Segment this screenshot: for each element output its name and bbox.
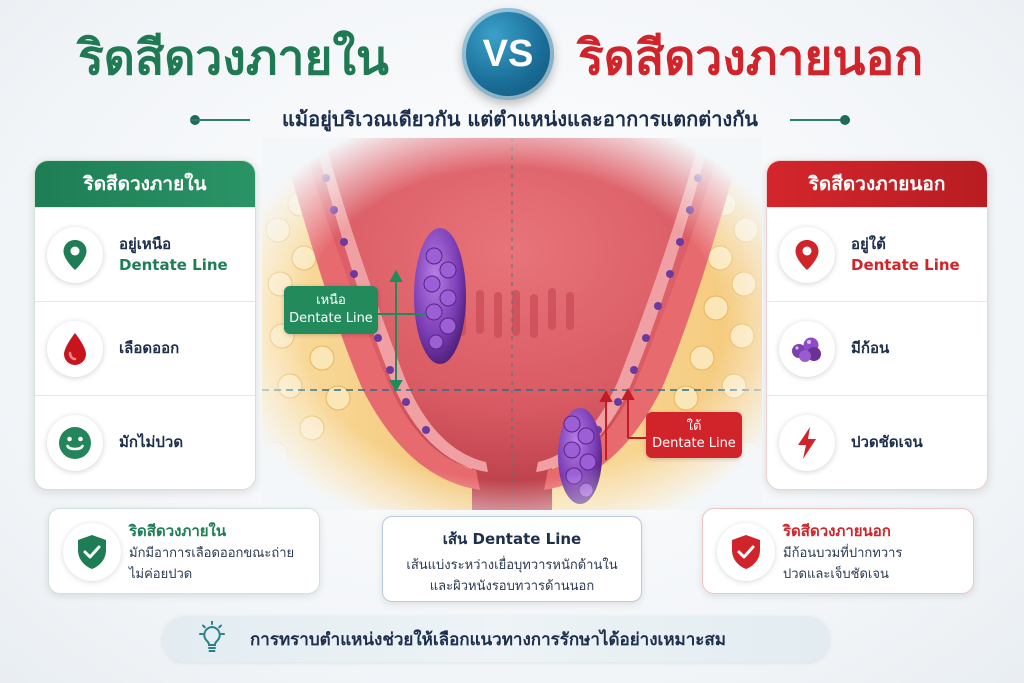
smile-icon [47,414,103,471]
external-summary-title: ริดสีดวงภายนอก [783,522,891,540]
internal-row-pain: มักไม่ปวด [35,395,255,489]
tip-bar: การทราบตำแหน่งช่วยให้เลือกแนวทางการรักษา… [162,616,830,662]
below-dentate-label: ใต้ Dentate Line [646,412,742,458]
dentate-summary-title: เส้น Dentate Line [442,530,582,548]
internal-location-line: Dentate Line [119,255,228,274]
internal-summary-line1: มักมีอาการเลือดออกขณะถ่าย [129,546,295,561]
title-internal: ริดสีดวงภายใน [78,30,389,86]
blood-drop-icon [47,320,103,377]
internal-row-location: อยู่เหนือ Dentate Line [35,207,255,301]
shield-check-icon [63,523,121,581]
location-pin-icon [47,226,103,283]
subtitle: แม้อยู่บริเวณเดียวกัน แต่ตำแหน่งและอาการ… [282,107,758,131]
internal-row-bleeding: เลือดออก [35,301,255,395]
subtitle-dot-right [840,115,850,125]
dentate-summary-line2: และผิวหนังรอบทวารด้านนอก [429,579,595,594]
internal-bleeding-label: เลือดออก [119,339,180,357]
vs-badge: VS [462,8,554,100]
above-dentate-label: เหนือ Dentate Line [284,286,378,334]
internal-summary-line2: ไม่ค่อยปวด [129,567,193,582]
dentate-summary-line1: เส้นแบ่งระหว่างเยื่อบุทวารหนักด้านใน [406,558,618,573]
tip-text: การทราบตำแหน่งช่วยให้เลือกแนวทางการรักษา… [250,629,727,650]
title-external: ริดสีดวงภายนอก [578,30,924,86]
external-lump-label: มีก้อน [851,339,890,357]
external-row-pain: ปวดชัดเจน [767,395,987,489]
subtitle-line-left [190,119,250,121]
subtitle-bar: แม้อยู่บริเวณเดียวกัน แต่ตำแหน่งและอาการ… [190,104,850,134]
internal-pain-label: มักไม่ปวด [119,433,184,451]
location-pin-icon [779,226,835,283]
internal-summary-title: ริดสีดวงภายใน [129,522,227,540]
external-location-line: Dentate Line [851,255,960,274]
external-row-location: อยู่ใต้ Dentate Line [767,207,987,301]
shield-check-icon [717,523,775,581]
external-location-label: อยู่ใต้ [851,234,886,253]
subtitle-line-right [790,119,850,121]
above-label-line2: Dentate Line [289,311,373,326]
above-label-line1: เหนือ [316,293,346,308]
external-summary-line1: มีก้อนบวมที่ปากทวาร [783,546,903,561]
below-label-line1: ใต้ [686,419,702,434]
lightbulb-icon [199,621,225,652]
external-summary-line2: ปวดและเจ็บชัดเจน [783,567,889,582]
internal-features-card: ริดสีดวงภายใน อยู่เหนือ Dentate Line เลือ… [34,160,256,490]
external-card-heading: ริดสีดวงภายนอก [767,161,987,207]
internal-card-heading: ริดสีดวงภายใน [35,161,255,207]
internal-location-label: อยู่เหนือ [119,234,172,253]
lightning-pain-icon [779,414,835,471]
external-summary-card: ริดสีดวงภายนอก มีก้อนบวมที่ปากทวาร ปวดแล… [702,508,974,594]
external-pain-label: ปวดชัดเจน [851,433,923,451]
lump-cluster-icon [779,320,835,377]
dentate-line-summary-card: เส้น Dentate Line เส้นแบ่งระหว่างเยื่อบุ… [382,516,642,602]
external-row-lump: มีก้อน [767,301,987,395]
external-features-card: ริดสีดวงภายนอก อยู่ใต้ Dentate Line มีก้อ… [766,160,988,490]
internal-summary-card: ริดสีดวงภายใน มักมีอาการเลือดออกขณะถ่าย … [48,508,320,594]
below-label-line2: Dentate Line [652,436,736,451]
